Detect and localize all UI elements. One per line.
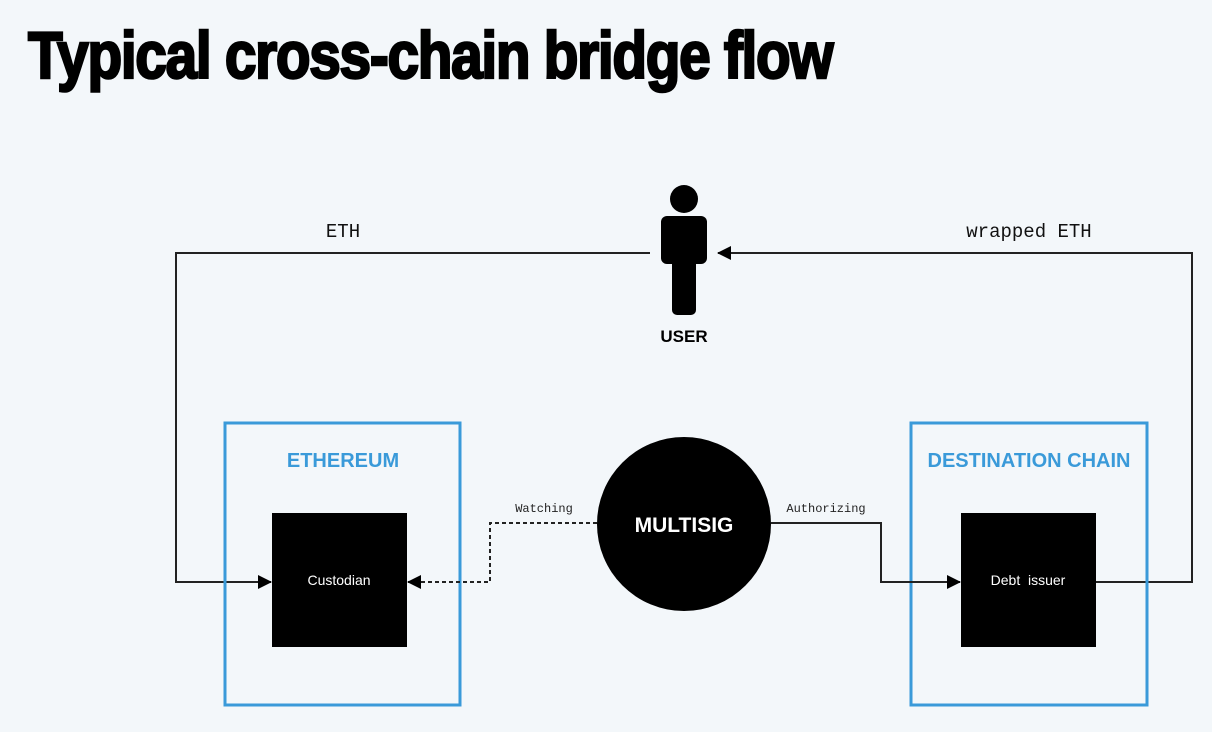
destination-chain-box — [909, 421, 1149, 707]
custodian-label: Custodian — [307, 572, 370, 588]
authorizing-edge-label: Authorizing — [786, 502, 865, 516]
destination-chain-label: DESTINATION CHAIN — [928, 450, 1131, 472]
multisig-node — [597, 437, 771, 611]
watching-edge — [407, 522, 597, 589]
ethereum-chain-box — [223, 421, 462, 707]
person-icon — [661, 185, 707, 315]
debt-issuer-label: Debt issuer — [991, 572, 1066, 588]
wrapped-eth-flow-edge — [717, 246, 1193, 583]
eth-edge-label: ETH — [326, 221, 360, 243]
watching-edge-label: Watching — [515, 502, 573, 516]
custodian-node — [272, 513, 407, 647]
wrapped-eth-edge-label: wrapped ETH — [966, 221, 1091, 243]
authorizing-edge — [771, 522, 961, 589]
ethereum-chain-label: ETHEREUM — [287, 450, 399, 472]
eth-flow-edge — [175, 252, 650, 589]
debt-issuer-node — [961, 513, 1096, 647]
user-label: USER — [660, 327, 707, 346]
multisig-label: MULTISIG — [635, 514, 734, 537]
page-title: Typical cross-chain bridge flow — [27, 18, 835, 92]
